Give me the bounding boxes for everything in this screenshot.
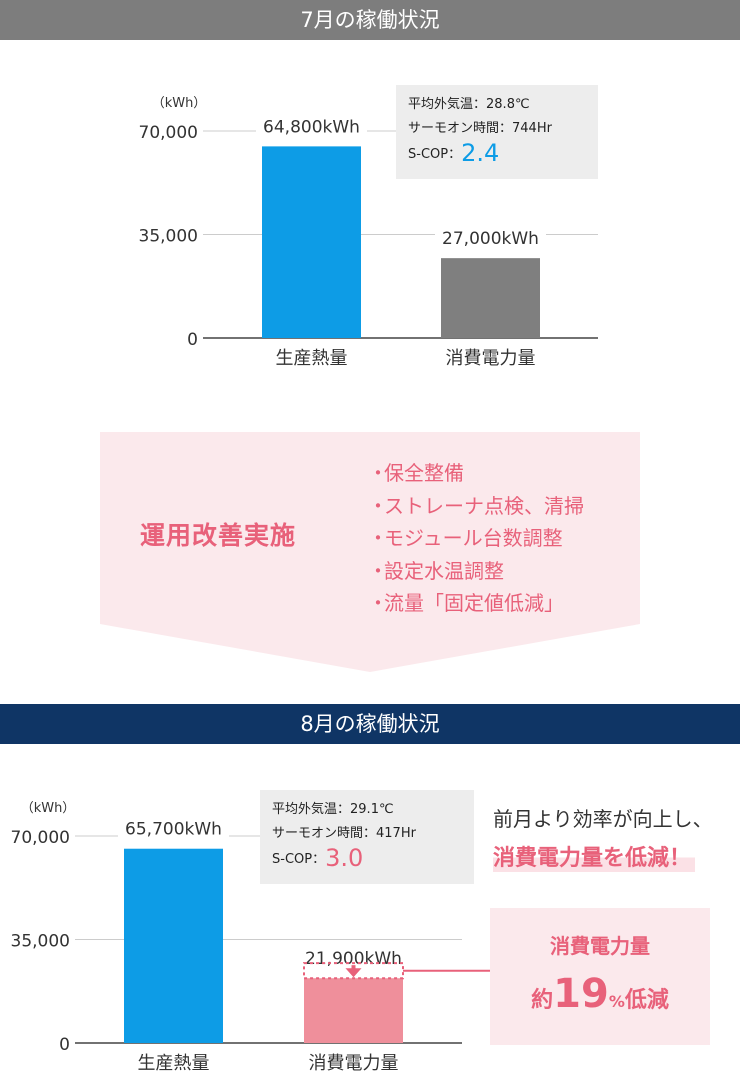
july-info-box: 平均外気温：28.8℃ サーモオン時間：744Hr S-COP：2.4: [396, 85, 598, 179]
value-label-bg: [118, 814, 229, 841]
july-temp-row: 平均外気温：28.8℃: [408, 97, 530, 112]
august-cop-row: S-COP：3.0: [272, 844, 364, 872]
x-category-label: 生産熱量: [138, 1053, 210, 1074]
july-thermo-value: 744Hr: [512, 121, 552, 136]
y-unit-label: （kWh）: [152, 96, 207, 111]
bar: [124, 848, 223, 1043]
july-cop-row: S-COP：2.4: [408, 139, 500, 167]
bar: [304, 978, 403, 1043]
august-chart: （kWh） 0 35,000 70,000 65,700kWh 生産熱量 21,900kWh…: [11, 801, 490, 1074]
august-temp-value: 29.1℃: [350, 802, 394, 817]
result-line-1: 前月より効率が向上し、: [493, 807, 713, 831]
august-thermo-row: サーモオン時間：417Hr: [272, 826, 416, 841]
improvement-item: モジュール台数調整: [368, 522, 584, 555]
value-label: 64,800kWh: [263, 117, 360, 137]
y-tick-label: 35,000: [139, 227, 198, 247]
reduction-value: 約19%低減: [531, 971, 669, 1017]
reduction-number: 19: [553, 971, 609, 1017]
july-temp-value: 28.8℃: [486, 97, 530, 112]
bar: [441, 258, 540, 338]
x-category-label: 消費電力量: [309, 1053, 399, 1074]
value-label: 27,000kWh: [442, 229, 539, 249]
august-thermo-value: 417Hr: [376, 826, 416, 841]
x-category-label: 生産熱量: [276, 348, 348, 369]
previous-level-outline: [303, 962, 404, 980]
value-label-bg: [435, 224, 546, 251]
improvement-title: 運用改善実施: [140, 521, 297, 550]
reduction-title: 消費電力量: [550, 934, 650, 958]
bar: [262, 146, 361, 338]
reduction-arrow-head: [345, 968, 362, 978]
result-line-2: 消費電力量を低減！: [493, 840, 696, 872]
y-tick-label: 0: [59, 1035, 70, 1055]
july-chart: （kWh） 0 35,000 70,000 64,800kWh 生産熱量 27,000kWh…: [139, 96, 598, 369]
y-tick-label: 70,000: [139, 123, 198, 143]
y-tick-label: 70,000: [11, 828, 70, 848]
y-unit-label: （kWh）: [21, 801, 76, 816]
value-label-bg: [256, 112, 367, 139]
value-label: 65,700kWh: [125, 820, 222, 840]
august-cop-value: 3.0: [325, 844, 364, 872]
august-header: 8月の稼働状況: [0, 704, 740, 744]
improvement-list: 保全整備 ストレーナ点検、清掃 モジュール台数調整 設定水温調整 流量「固定値低…: [368, 457, 584, 620]
improvement-item: 設定水温調整: [368, 555, 584, 588]
x-category-label: 消費電力量: [446, 348, 536, 369]
value-label: 21,900kWh: [305, 949, 402, 969]
y-tick-label: 0: [187, 330, 198, 350]
july-cop-value: 2.4: [461, 139, 500, 167]
improvement-item: 流量「固定値低減」: [368, 587, 584, 620]
july-header: 7月の稼働状況: [0, 0, 740, 40]
improvement-item: 保全整備: [368, 457, 584, 490]
july-thermo-row: サーモオン時間：744Hr: [408, 121, 552, 136]
august-info-box: 平均外気温：29.1℃ サーモオン時間：417Hr S-COP：3.0: [260, 790, 474, 884]
reduction-box: 消費電力量 約19%低減: [490, 908, 710, 1045]
improvement-item: ストレーナ点検、清掃: [368, 490, 584, 523]
y-tick-label: 35,000: [11, 932, 70, 952]
august-temp-row: 平均外気温：29.1℃: [272, 802, 394, 817]
